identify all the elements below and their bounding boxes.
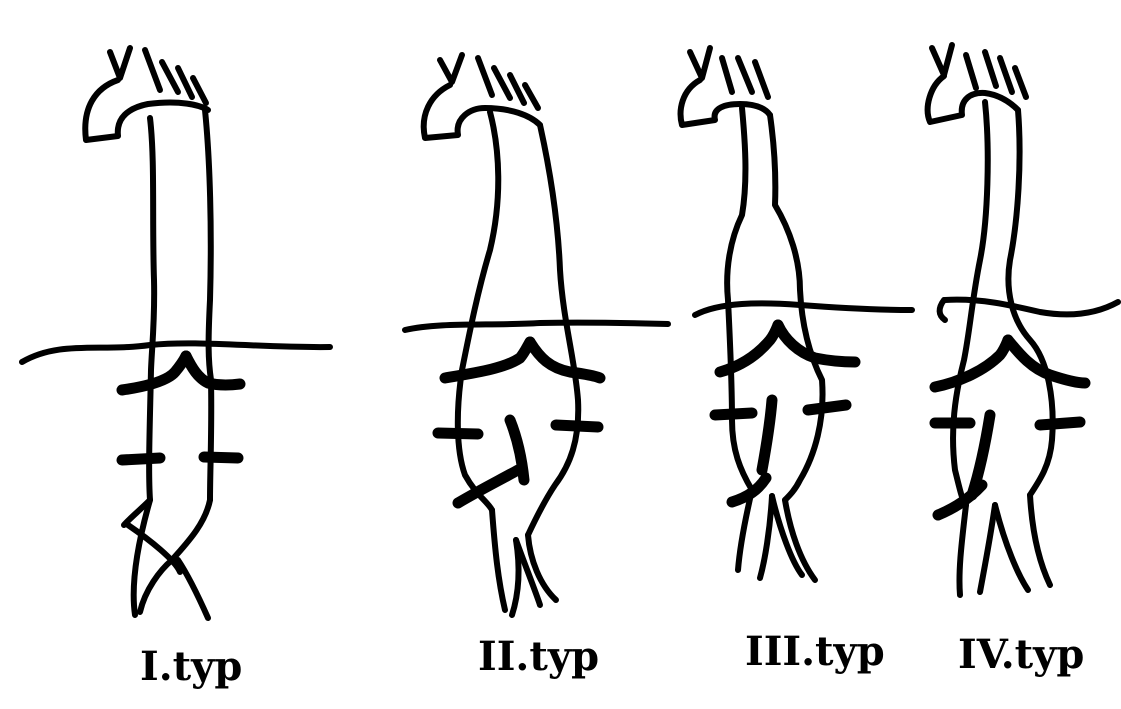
branch-right	[1040, 422, 1080, 425]
arch-vessels	[424, 55, 540, 138]
iliac-right	[1030, 495, 1050, 585]
aorta-right-wall	[205, 110, 211, 500]
branch-left	[438, 433, 478, 434]
arch-vessels	[928, 45, 1026, 122]
label-type-1: I.typ	[140, 643, 242, 690]
branch-left	[715, 413, 752, 415]
renal-artery-bar	[186, 356, 240, 385]
branch-right	[556, 425, 598, 427]
iliac-inner	[995, 505, 1028, 590]
diagram-type-3	[681, 48, 912, 580]
label-type-4: IV.typ	[958, 631, 1084, 678]
iliac-inner	[178, 560, 208, 618]
diagram-type-1	[22, 48, 330, 618]
diaphragm-line	[405, 323, 668, 330]
renal-artery-bar	[935, 340, 1008, 387]
renal-artery-bar	[530, 342, 600, 378]
diagram-type-4	[928, 45, 1118, 595]
crossing-vessel	[762, 400, 772, 470]
iliac-left	[959, 505, 966, 595]
branch-right	[808, 405, 846, 410]
aorta-left-wall	[727, 108, 752, 490]
aorta-right-wall	[528, 125, 578, 535]
iliac-inner	[980, 505, 995, 592]
iliac-inner	[760, 496, 772, 578]
diagram-type-2	[405, 55, 668, 615]
renal-artery-bar	[778, 325, 855, 362]
renal-artery-bar	[1008, 340, 1085, 383]
diaphragm-line	[22, 343, 330, 362]
arch-vessels	[681, 48, 770, 125]
aorta-right-wall	[1008, 110, 1052, 495]
branch-right	[204, 457, 238, 458]
label-type-2: II.typ	[478, 633, 599, 680]
aorta-left-wall	[458, 112, 498, 510]
arch-vessels	[85, 48, 208, 140]
iliac-left	[492, 510, 505, 610]
diaphragm-line	[940, 300, 945, 320]
renal-artery-bar	[445, 342, 530, 378]
label-type-3: III.typ	[745, 628, 885, 675]
branch-left	[122, 458, 160, 460]
